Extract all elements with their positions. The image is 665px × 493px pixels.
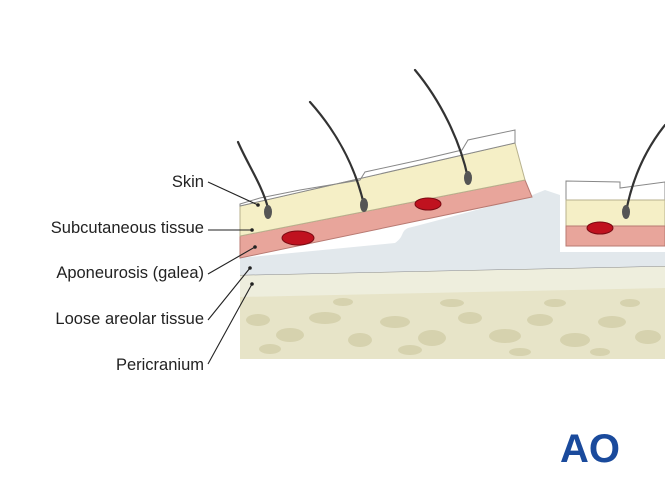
label-subcutaneous-tissue: Subcutaneous tissue (51, 219, 204, 237)
loose-areolar-layer (240, 190, 665, 275)
ao-logo: AO (560, 427, 620, 471)
skull-bone (240, 283, 665, 359)
label-aponeurosis: Aponeurosis (galea) (56, 264, 204, 282)
blood-vessel-right (586, 221, 614, 235)
label-leaders (207, 181, 260, 365)
label-skin: Skin (172, 173, 204, 191)
pericranium-layer (240, 266, 665, 297)
blood-vessels-left (281, 197, 442, 246)
hair-follicles (236, 68, 665, 214)
subcutaneous-layer-right (565, 199, 665, 227)
aponeurosis-layer-right (565, 225, 665, 247)
label-loose-areolar-tissue: Loose areolar tissue (55, 310, 204, 328)
label-pericranium: Pericranium (116, 356, 204, 374)
skin-layer-right (565, 180, 665, 201)
skin-layer-left (239, 129, 516, 207)
